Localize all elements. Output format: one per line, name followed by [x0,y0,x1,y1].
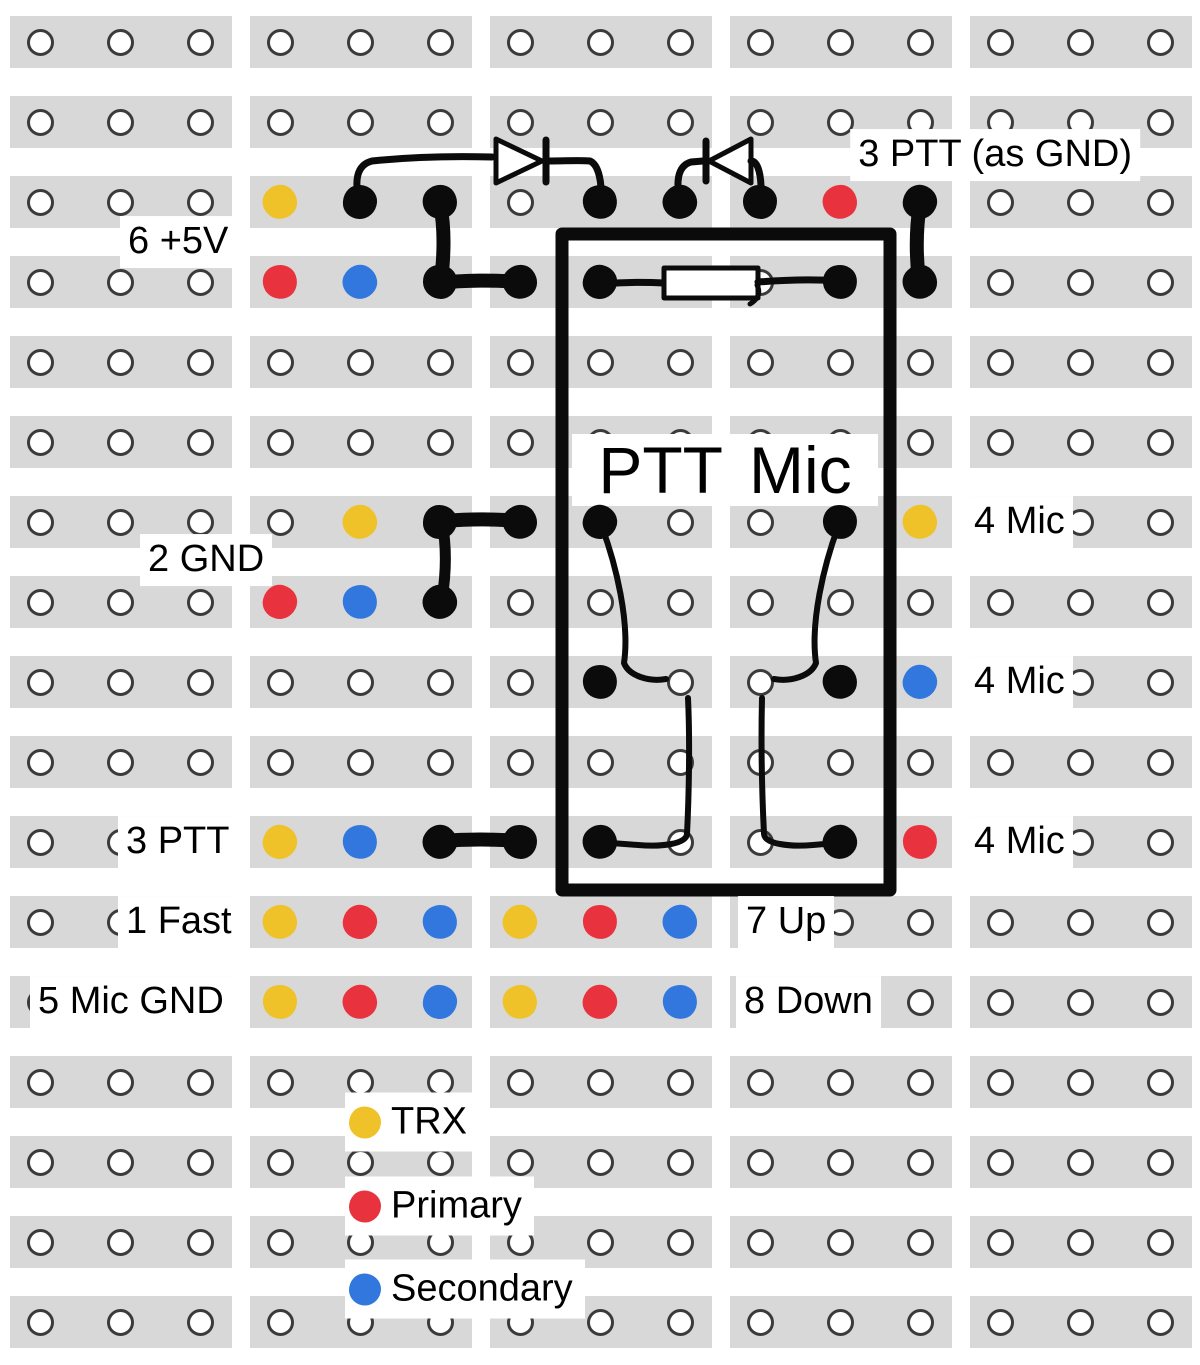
wire-junction-vertical-left [433,197,451,288]
wire-trx-to-diode1 [353,153,496,207]
wire-gnd-horizontal [438,512,528,528]
wire-junction-vertical-right [909,197,927,289]
wire-resistor-right-lead [754,276,842,286]
resistor-tail-squiggle [747,282,762,307]
resistor-symbol [661,265,761,301]
wire-strip-to-diode2 [674,157,707,205]
switch-wire-right-throw [771,524,841,683]
switch-wire-left-throw [599,524,669,683]
switch-label-group: PTT Mic [572,433,878,507]
wire-junction-horizontal-left [432,273,528,290]
switch-wire-left-pole [608,695,693,849]
diode1-symbol [493,136,545,186]
wire-resistor-left-lead [598,278,668,288]
wire-gnd-vertical [436,516,451,605]
switch-wire-right-pole [758,695,839,849]
diode2-symbol [706,136,754,186]
wire-diode1-to-strip [544,157,605,204]
wire-ptt-horizontal [433,832,528,848]
switch-ptt-label: PTT [598,433,723,507]
switch-outline [555,227,897,897]
switch-mic-label: Mic [749,433,852,507]
